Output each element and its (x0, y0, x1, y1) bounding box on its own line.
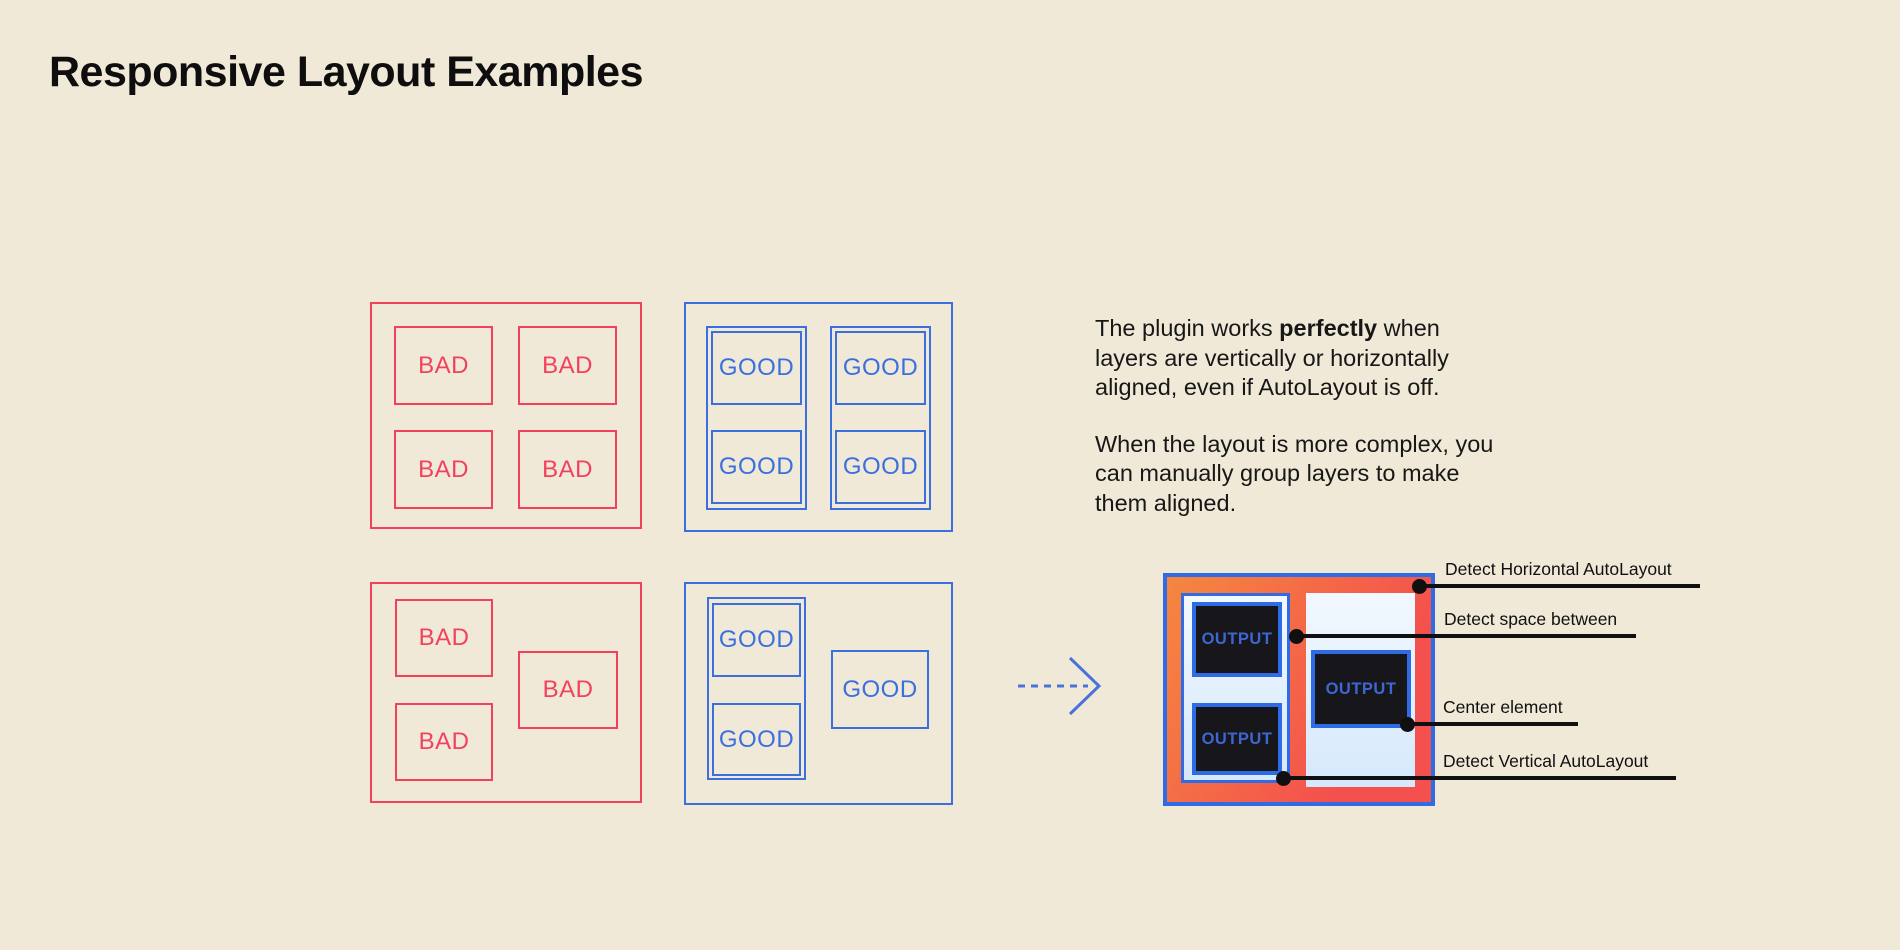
arrow-right-icon (1018, 656, 1102, 716)
good-box: GOOD (835, 430, 926, 504)
good-label: GOOD (842, 675, 918, 703)
good-box: GOOD (711, 430, 802, 504)
good-label: GOOD (718, 354, 795, 381)
good-group-column: GOOD GOOD (706, 326, 807, 510)
description-line: them aligned. (1095, 489, 1237, 516)
description-paragraph-2: When the layout is more complex, you can… (1095, 430, 1565, 519)
good-box: GOOD (835, 331, 926, 405)
page-title: Responsive Layout Examples (49, 48, 644, 96)
description-line: layers are vertically or horizontally (1095, 344, 1449, 371)
good-group-column: GOOD GOOD (830, 326, 931, 510)
output-label: OUTPUT (1325, 679, 1397, 698)
good-label: GOOD (842, 354, 919, 381)
annotation-line (1283, 776, 1676, 780)
bad-label: BAD (418, 455, 469, 483)
output-preview-frame: OUTPUT OUTPUT OUTPUT (1163, 573, 1435, 806)
description-line: aligned, even if AutoLayout is off. (1095, 374, 1440, 400)
good-label: GOOD (718, 626, 795, 653)
bad-example-complex-frame: BAD BAD BAD (370, 582, 642, 803)
annotation-line (1419, 584, 1700, 588)
annotation-label: Detect Horizontal AutoLayout (1445, 559, 1672, 579)
bad-box: BAD (394, 430, 493, 509)
output-label: OUTPUT (1201, 729, 1273, 748)
output-vertical-group-panel: OUTPUT OUTPUT (1181, 593, 1290, 783)
annotation-label: Center element (1443, 697, 1563, 717)
output-label: OUTPUT (1201, 630, 1273, 648)
good-box: GOOD (831, 650, 929, 729)
bad-example-aligned-frame: BAD BAD BAD BAD (370, 302, 642, 529)
description-text: The plugin works perfectly when layers a… (1095, 314, 1565, 518)
bad-label: BAD (418, 351, 469, 379)
good-box: GOOD (712, 703, 801, 776)
output-box: OUTPUT (1311, 650, 1411, 728)
annotation-label: Detect Vertical AutoLayout (1443, 751, 1649, 771)
bad-label: BAD (542, 676, 594, 703)
good-box: GOOD (711, 331, 802, 405)
good-example-complex-frame: GOOD GOOD GOOD (684, 582, 953, 805)
bad-box: BAD (395, 599, 493, 677)
good-example-aligned-frame: GOOD GOOD GOOD GOOD (684, 302, 953, 532)
description-line: can manually group layers to make (1095, 460, 1460, 486)
good-group-column: GOOD GOOD (707, 597, 806, 780)
output-box: OUTPUT (1192, 703, 1282, 775)
annotation-line (1296, 634, 1636, 638)
good-box: GOOD (712, 603, 801, 677)
description-paragraph-1: The plugin works perfectly when layers a… (1095, 314, 1565, 403)
description-line: The plugin works perfectly when (1095, 315, 1440, 341)
annotation-line (1407, 722, 1578, 726)
bad-label: BAD (418, 728, 470, 755)
good-label: GOOD (718, 725, 795, 753)
bad-box: BAD (518, 430, 617, 509)
good-label: GOOD (842, 453, 919, 480)
good-label: GOOD (718, 453, 795, 480)
description-line: When the layout is more complex, you (1095, 430, 1494, 457)
output-box: OUTPUT (1192, 602, 1282, 677)
bad-box: BAD (518, 326, 617, 405)
bad-box: BAD (518, 651, 618, 729)
bad-label: BAD (418, 624, 470, 651)
bad-box: BAD (394, 326, 493, 405)
output-center-panel: OUTPUT (1306, 593, 1415, 787)
bad-box: BAD (395, 703, 493, 781)
bad-label: BAD (542, 455, 593, 483)
bad-label: BAD (542, 351, 593, 379)
annotation-label: Detect space between (1444, 609, 1618, 629)
